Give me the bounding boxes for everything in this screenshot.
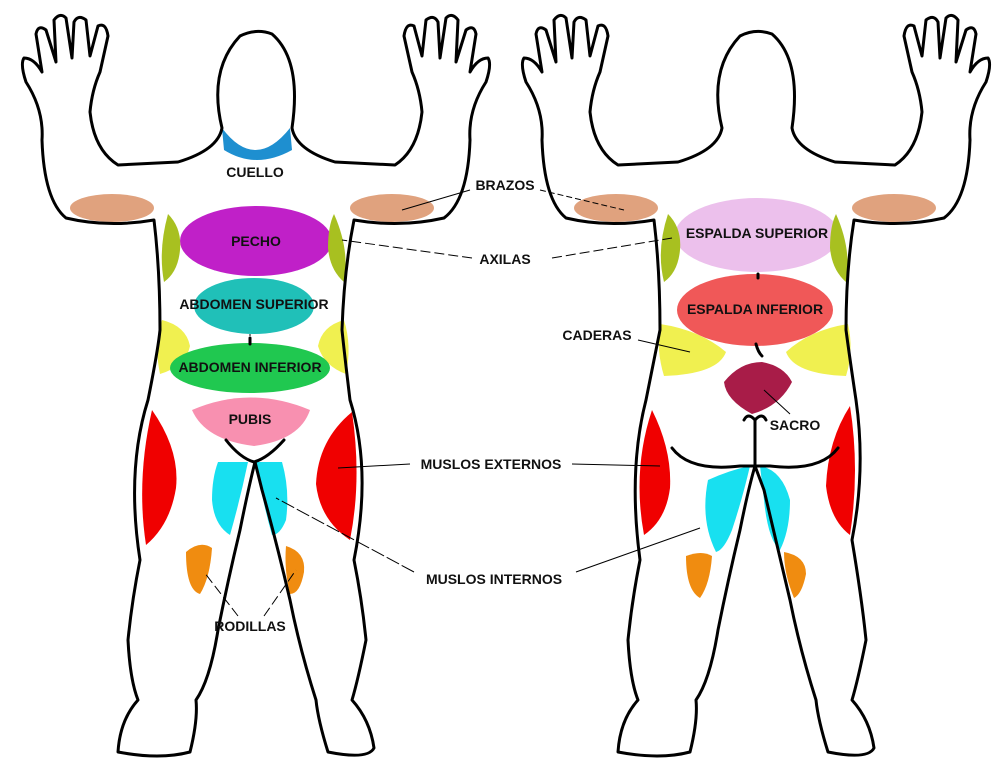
front-body	[20, 13, 492, 758]
label-axilas: AXILAS	[479, 251, 530, 267]
label-brazos: BRAZOS	[475, 177, 534, 193]
zone-muslo-externo-back-left	[639, 410, 671, 535]
zone-axila-back-right	[830, 214, 848, 282]
back-gluteal-cleft	[742, 414, 768, 468]
back-body-outline	[520, 13, 992, 758]
back-body	[520, 13, 992, 758]
label-caderas: CADERAS	[562, 327, 631, 343]
zone-muslo-externo-back-right	[826, 406, 855, 535]
zone-brazo-front-left	[70, 194, 154, 222]
zone-axila-back-left	[660, 214, 681, 282]
zone-rodilla-front-right	[285, 546, 305, 594]
zone-cadera-back-left	[658, 324, 726, 376]
label-cuello: CUELLO	[226, 164, 284, 180]
label-pubis: PUBIS	[229, 411, 272, 427]
leader-sacro	[763, 389, 791, 415]
zone-pecho	[180, 206, 332, 276]
zone-abdomen-superior	[194, 278, 314, 334]
zone-axila-front-right	[328, 214, 346, 282]
zone-muslo-interno-back-right	[760, 466, 790, 550]
leader-lines	[203, 189, 791, 617]
front-body-outline	[20, 13, 492, 758]
label-abdomen-inferior: ABDOMEN INFERIOR	[178, 359, 321, 375]
zone-cuello-front	[222, 128, 292, 160]
leader-axilas-front	[341, 239, 473, 259]
labels: CUELLO BRAZOS PECHO AXILAS ABDOMEN SUPER…	[178, 164, 828, 634]
label-rodillas: RODILLAS	[214, 618, 286, 634]
zone-rodilla-front-left	[186, 544, 212, 594]
zone-rodilla-back-left	[686, 553, 712, 598]
zone-sacro	[724, 362, 792, 414]
zone-cadera-back-right	[786, 324, 851, 376]
leader-muslos-externos-front	[337, 463, 411, 469]
leader-muslos-externos-back	[571, 463, 661, 467]
zone-muslo-interno-front-right	[256, 462, 288, 535]
leader-brazos-back	[539, 189, 625, 211]
leader-rodillas-left	[203, 571, 239, 617]
zone-espalda-inferior	[677, 274, 833, 346]
leader-brazos-front	[401, 189, 471, 211]
zone-muslo-interno-back-left	[705, 466, 750, 552]
zone-muslo-externo-front-right	[316, 412, 357, 540]
label-espalda-superior: ESPALDA SUPERIOR	[686, 225, 828, 241]
zone-axila-front-left	[161, 214, 181, 282]
label-abdomen-superior: ABDOMEN SUPERIOR	[179, 296, 328, 312]
label-pecho: PECHO	[231, 233, 281, 249]
label-espalda-inferior: ESPALDA INFERIOR	[687, 301, 823, 317]
label-sacro: SACRO	[770, 417, 821, 433]
zone-brazo-front-right	[350, 194, 434, 222]
zone-brazo-back-right	[852, 194, 936, 222]
leader-axilas-back	[551, 237, 673, 259]
leader-rodillas-right	[263, 569, 297, 617]
zone-rodilla-back-right	[784, 552, 806, 598]
zone-muslo-externo-front-left	[142, 410, 177, 545]
label-muslos-internos: MUSLOS INTERNOS	[426, 571, 562, 587]
zone-espalda-superior	[675, 198, 839, 272]
front-crotch-line	[224, 438, 286, 464]
zone-muslo-interno-front-left	[212, 462, 248, 535]
back-spine-line	[754, 272, 764, 358]
leader-caderas	[637, 339, 691, 353]
zone-brazo-back-left	[574, 194, 658, 222]
zone-abdomen-inferior	[170, 343, 330, 393]
leader-muslos-internos-back	[575, 527, 701, 573]
zone-pubis	[192, 397, 310, 446]
leader-muslos-internos-front	[275, 497, 415, 573]
label-muslos-externos: MUSLOS EXTERNOS	[421, 456, 562, 472]
